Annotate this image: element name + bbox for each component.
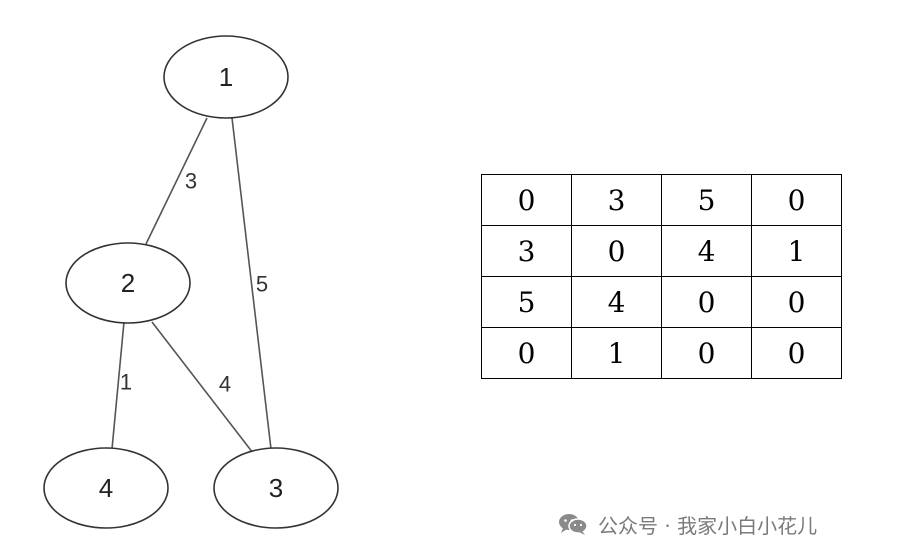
matrix-cell: 0 xyxy=(751,276,842,328)
edge-1-3 xyxy=(231,117,272,450)
adjacency-matrix: 0 3 5 0 3 0 4 1 5 4 0 0 0 1 0 0 xyxy=(481,174,842,379)
matrix-cell: 0 xyxy=(481,174,572,226)
matrix-cell: 3 xyxy=(571,174,662,226)
node-1 xyxy=(163,35,289,119)
edge-1-2 xyxy=(145,117,208,245)
matrix-cell: 0 xyxy=(751,327,842,379)
node-2-label: 2 xyxy=(121,268,135,298)
matrix-cell: 0 xyxy=(751,174,842,226)
matrix-cell: 4 xyxy=(571,276,662,328)
edge-2-3-weight: 4 xyxy=(219,372,231,397)
edge-1-2-weight: 3 xyxy=(185,169,197,194)
matrix-cell: 5 xyxy=(661,174,752,226)
matrix-cell: 3 xyxy=(481,225,572,277)
watermark: 公众号 · 我家小白小花儿 xyxy=(558,510,817,538)
matrix-cell: 0 xyxy=(481,327,572,379)
edge-1-3-weight: 5 xyxy=(256,272,268,297)
matrix-row: 0 3 5 0 xyxy=(481,174,842,226)
matrix-cell: 5 xyxy=(481,276,572,328)
edge-2-4-weight: 1 xyxy=(120,370,132,395)
node-4 xyxy=(43,447,169,529)
matrix-cell: 1 xyxy=(571,327,662,379)
wechat-icon xyxy=(559,514,588,535)
node-1-label: 1 xyxy=(219,62,233,92)
matrix-row: 3 0 4 1 xyxy=(481,225,842,277)
matrix-cell: 0 xyxy=(661,327,752,379)
edge-2-3 xyxy=(151,321,254,454)
matrix-cell: 1 xyxy=(751,225,842,277)
matrix-row: 0 1 0 0 xyxy=(481,327,842,379)
node-3-label: 3 xyxy=(269,473,283,503)
matrix-row: 5 4 0 0 xyxy=(481,276,842,328)
watermark-text: 公众号 · 我家小白小花儿 xyxy=(598,513,818,538)
matrix-cell: 4 xyxy=(661,225,752,277)
weighted-graph: 1 2 3 4 3 5 1 4 xyxy=(43,35,339,529)
node-3 xyxy=(213,447,339,529)
edge-2-4 xyxy=(111,321,125,450)
matrix-cell: 0 xyxy=(661,276,752,328)
matrix-cell: 0 xyxy=(571,225,662,277)
node-4-label: 4 xyxy=(99,473,113,503)
node-2 xyxy=(65,242,191,324)
